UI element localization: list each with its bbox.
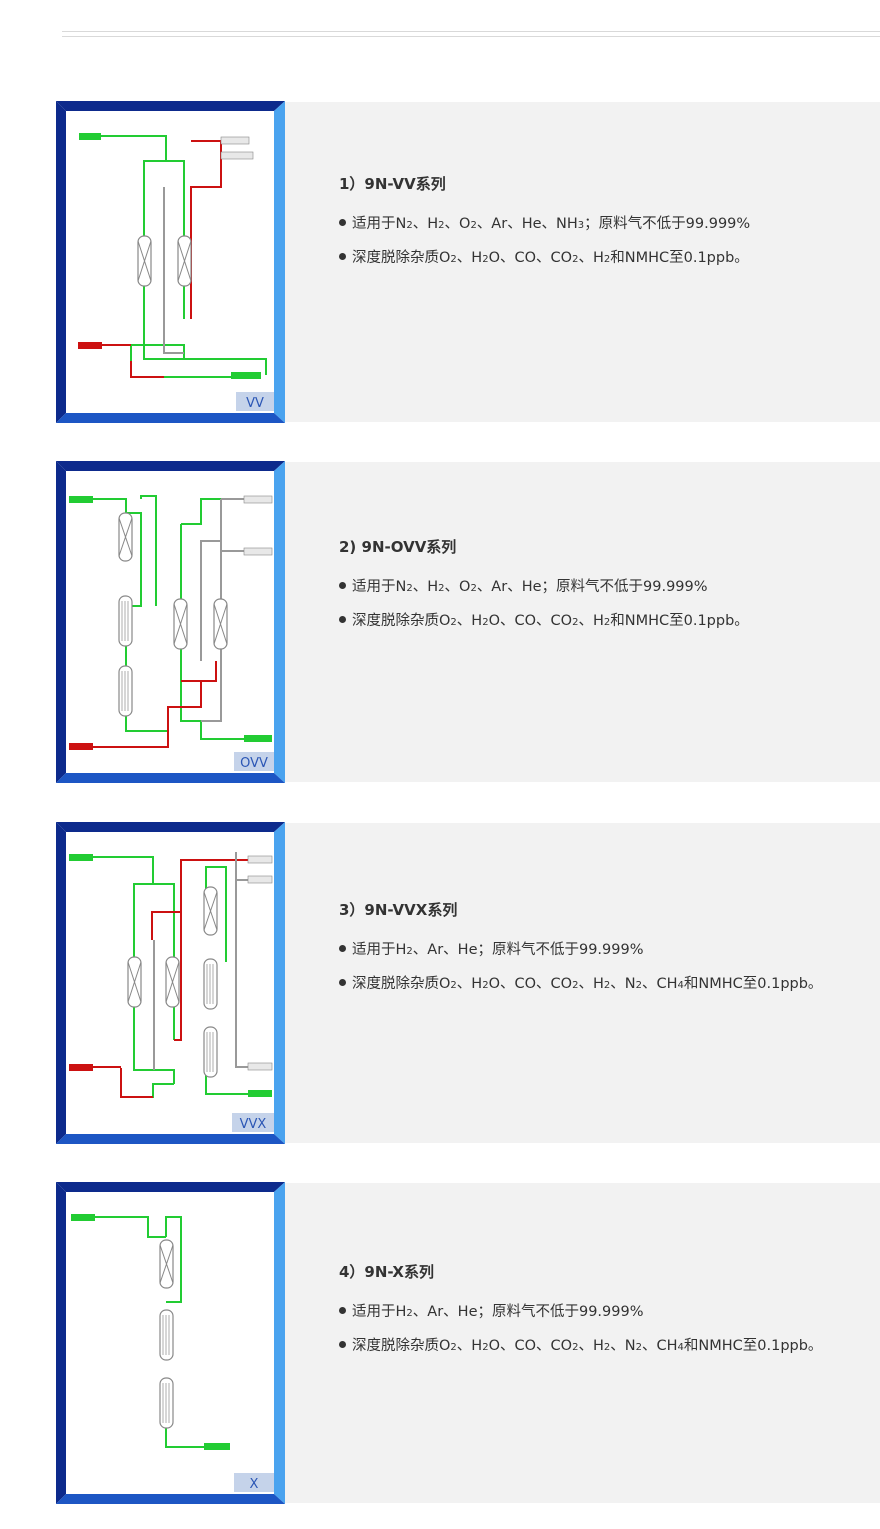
top-divider: [62, 31, 880, 37]
bullet-text: 适用于H2、Ar、He；原料气不低于99.999%: [352, 942, 644, 958]
series-text: 3）9N-VVX系列 适用于H2、Ar、He；原料气不低于99.999% 深度脱…: [339, 900, 822, 1008]
subscript: 2: [482, 1342, 489, 1353]
series-card-vv: VV 1）9N-VV系列 适用于N2、H2、O2、Ar、He、NH3；原料气不低…: [56, 101, 880, 423]
subscript: 2: [482, 617, 489, 628]
bullet-applicable-gases: 适用于N2、H2、O2、Ar、He、NH3；原料气不低于99.999%: [339, 214, 750, 236]
subscript: 2: [572, 980, 579, 991]
subscript: 2: [572, 1342, 579, 1353]
subscript: 2: [572, 617, 579, 628]
bullet-dot: [339, 581, 346, 589]
subscript: 2: [603, 617, 611, 628]
subscript: 2: [635, 980, 642, 991]
bullet-impurity-removal: 深度脱除杂质O2、H2O、CO、CO2、H2和NMHC至0.1ppb。: [339, 611, 749, 633]
bullet-text: 深度脱除杂质O2、H2O、CO、CO2、H2、N2、CH4和NMHC至0.1pp…: [352, 1338, 823, 1354]
series-title: 4）9N-X系列: [339, 1263, 434, 1281]
process-diagram-x: X: [56, 1182, 285, 1504]
process-diagram-vvx: VVX: [56, 822, 285, 1144]
subscript: 2: [603, 1342, 611, 1353]
process-diagram-frame: VVX: [56, 822, 285, 1144]
bullet-text: 适用于N2、H2、O2、Ar、He、NH3；原料气不低于99.999%: [352, 216, 751, 232]
diagram-label: X: [250, 1477, 259, 1492]
bullet-dot: [339, 1340, 346, 1348]
process-diagram-ovv: OVV: [56, 461, 285, 783]
diagram-label: OVV: [240, 756, 268, 771]
description-panel: [284, 102, 880, 422]
subscript: 2: [450, 617, 457, 628]
subscript: 2: [406, 220, 413, 231]
bullet-impurity-removal: 深度脱除杂质O2、H2O、CO、CO2、H2和NMHC至0.1ppb。: [339, 248, 750, 270]
subscript: 2: [482, 980, 489, 991]
series-card-x: X 4）9N-X系列 适用于H2、Ar、He；原料气不低于99.999% 深度脱…: [56, 1182, 880, 1504]
subscript: 2: [450, 254, 457, 265]
subscript: 2: [603, 254, 611, 265]
subscript: 2: [603, 980, 611, 991]
series-title: 1）9N-VV系列: [339, 175, 446, 193]
bullet-dot: [339, 1306, 346, 1314]
description-panel: [284, 462, 880, 782]
series-title: 3）9N-VVX系列: [339, 901, 458, 919]
subscript: 3: [577, 220, 585, 231]
bullet-dot: [339, 252, 346, 260]
bullet-text: 深度脱除杂质O2、H2O、CO、CO2、H2、N2、CH4和NMHC至0.1pp…: [352, 976, 823, 992]
process-diagram-vv: VV: [56, 101, 285, 423]
series-title: 2) 9N-OVV系列: [339, 538, 457, 556]
subscript: 2: [438, 583, 445, 594]
bullet-text: 适用于N2、H2、O2、Ar、He；原料气不低于99.999%: [352, 579, 708, 595]
process-diagram-frame: VV: [56, 101, 285, 423]
subscript: 2: [406, 1308, 413, 1319]
bullet-applicable-gases: 适用于H2、Ar、He；原料气不低于99.999%: [339, 940, 822, 962]
bullet-text: 深度脱除杂质O2、H2O、CO、CO2、H2和NMHC至0.1ppb。: [352, 613, 749, 629]
bullet-applicable-gases: 适用于N2、H2、O2、Ar、He；原料气不低于99.999%: [339, 577, 749, 599]
series-text: 1）9N-VV系列 适用于N2、H2、O2、Ar、He、NH3；原料气不低于99…: [339, 174, 750, 282]
subscript: 2: [470, 583, 477, 594]
bullet-applicable-gases: 适用于H2、Ar、He；原料气不低于99.999%: [339, 1302, 822, 1324]
series-card-ovv: OVV 2) 9N-OVV系列 适用于N2、H2、O2、Ar、He；原料气不低于…: [56, 461, 880, 783]
bullet-dot: [339, 978, 346, 986]
bullet-impurity-removal: 深度脱除杂质O2、H2O、CO、CO2、H2、N2、CH4和NMHC至0.1pp…: [339, 974, 822, 996]
bullet-text: 适用于H2、Ar、He；原料气不低于99.999%: [352, 1304, 644, 1320]
series-card-vvx: VVX 3）9N-VVX系列 适用于H2、Ar、He；原料气不低于99.999%…: [56, 822, 880, 1144]
diagram-label: VV: [246, 396, 264, 411]
bullet-dot: [339, 218, 346, 226]
subscript: 2: [635, 1342, 642, 1353]
bullet-dot: [339, 944, 346, 952]
subscript: 2: [438, 220, 445, 231]
series-text: 4）9N-X系列 适用于H2、Ar、He；原料气不低于99.999% 深度脱除杂…: [339, 1262, 822, 1370]
subscript: 4: [677, 1342, 684, 1353]
subscript: 2: [406, 583, 413, 594]
subscript: 2: [572, 254, 579, 265]
bullet-text: 深度脱除杂质O2、H2O、CO、CO2、H2和NMHC至0.1ppb。: [352, 250, 749, 266]
subscript: 2: [482, 254, 489, 265]
subscript: 2: [450, 980, 457, 991]
subscript: 2: [450, 1342, 457, 1353]
process-diagram-frame: OVV: [56, 461, 285, 783]
process-diagram-frame: X: [56, 1182, 285, 1504]
description-panel: [284, 823, 880, 1143]
series-text: 2) 9N-OVV系列 适用于N2、H2、O2、Ar、He；原料气不低于99.9…: [339, 537, 749, 645]
subscript: 2: [470, 220, 477, 231]
subscript: 4: [677, 980, 684, 991]
bullet-impurity-removal: 深度脱除杂质O2、H2O、CO、CO2、H2、N2、CH4和NMHC至0.1pp…: [339, 1336, 822, 1358]
bullet-dot: [339, 615, 346, 623]
description-panel: [284, 1183, 880, 1503]
diagram-label: VVX: [240, 1117, 267, 1132]
subscript: 2: [406, 946, 413, 957]
